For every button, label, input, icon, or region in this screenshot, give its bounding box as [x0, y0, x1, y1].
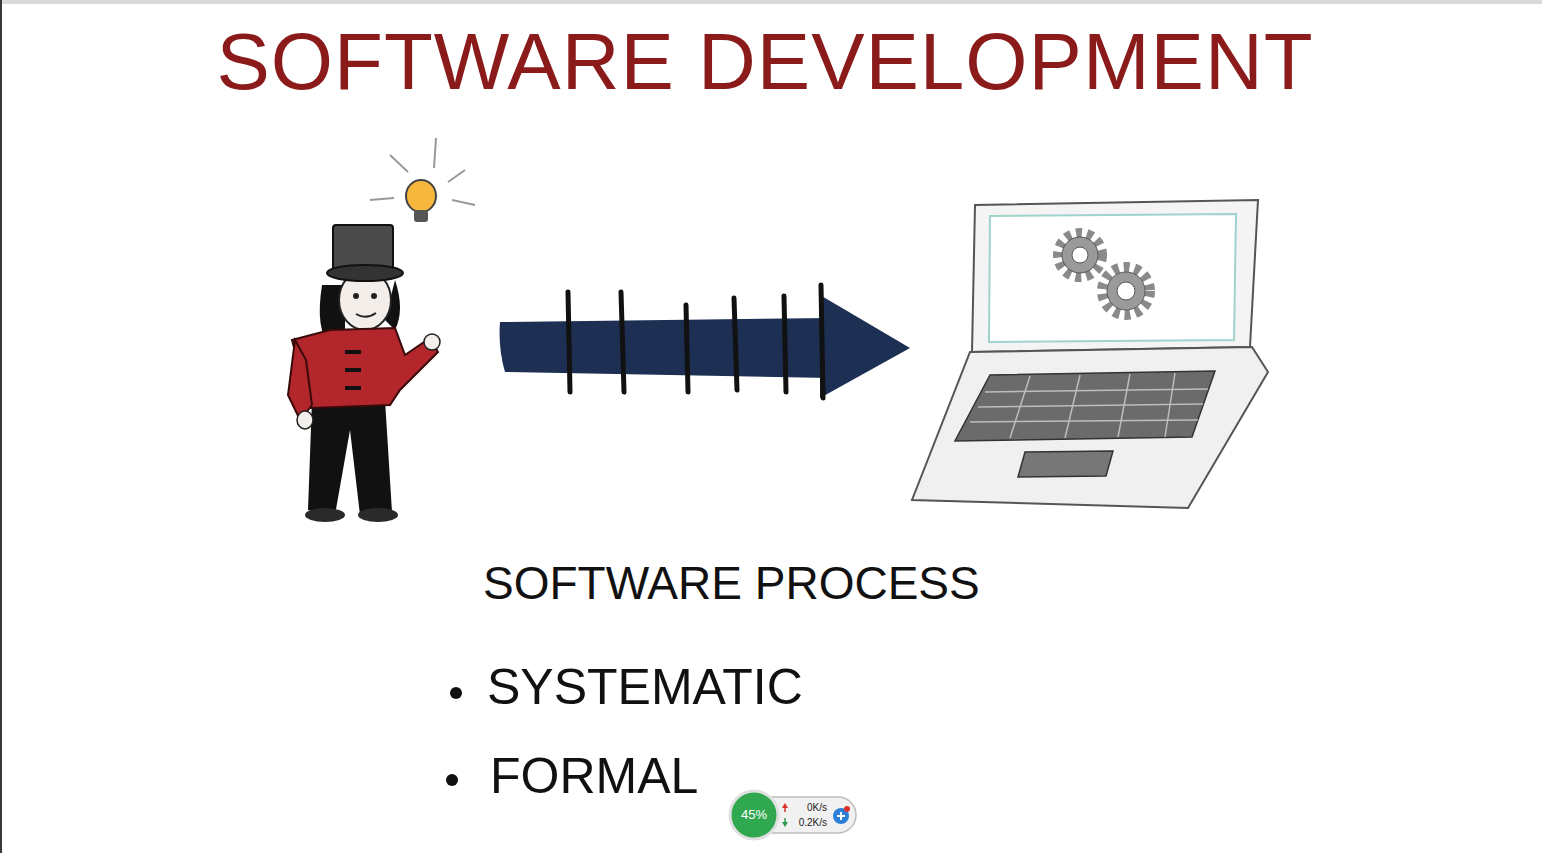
download-rate: 0.2K/s: [787, 818, 827, 828]
left-edge: [0, 0, 2, 853]
bullet-item: FORMAL: [490, 751, 698, 801]
network-widget: [730, 791, 856, 839]
process-arrow: [500, 285, 910, 398]
title: SOFTWARE DEVELOPMENT: [0, 22, 1536, 102]
bullet-item: SYSTEMATIC: [487, 662, 803, 712]
top-bar: [0, 0, 1542, 4]
laptop: [912, 200, 1268, 508]
section-heading: SOFTWARE PROCESS: [483, 560, 980, 606]
character: [288, 225, 440, 522]
light-bulb: [370, 138, 475, 222]
widget-percent: 45%: [732, 808, 776, 821]
bullet-dot: [446, 774, 458, 786]
bullet-dot: [450, 687, 462, 699]
upload-rate: 0K/s: [791, 803, 827, 813]
